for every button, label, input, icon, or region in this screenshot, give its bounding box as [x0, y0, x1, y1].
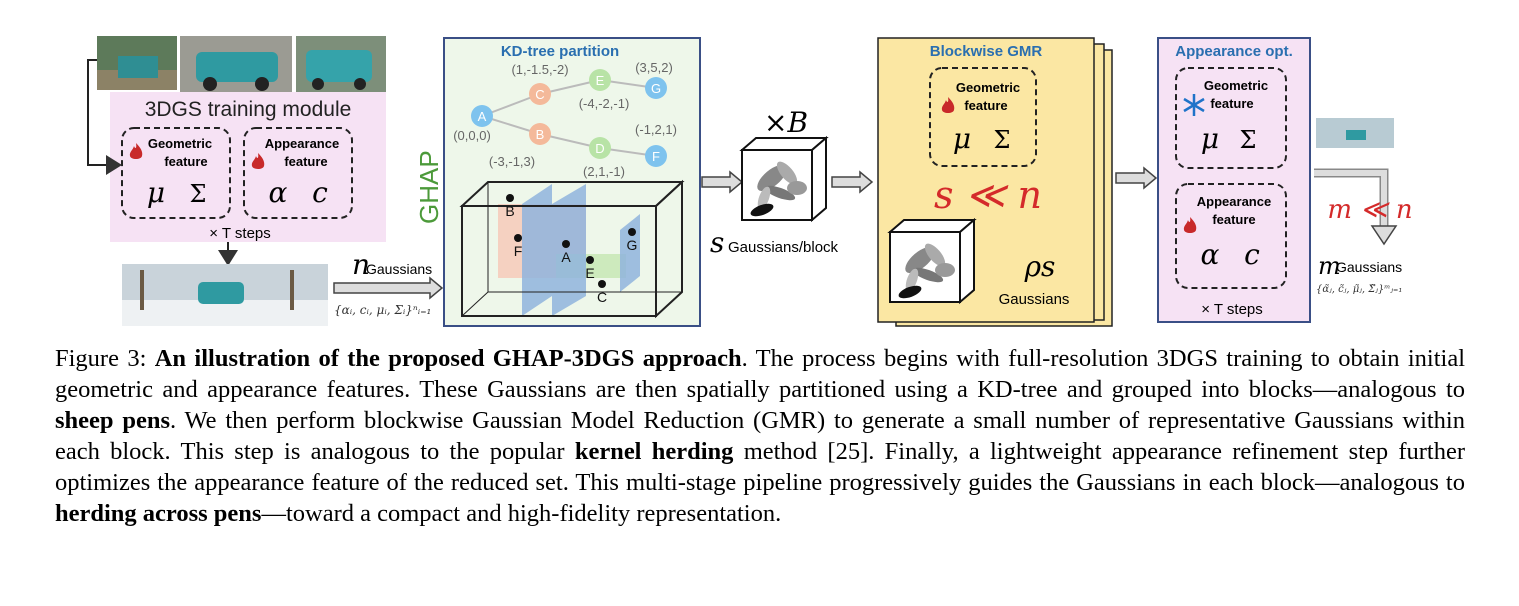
- appearance-opt-panel: Appearance opt. Geometric feature μ Σ Ap…: [1157, 37, 1311, 323]
- rho-s: ρs: [1024, 250, 1056, 283]
- kd-point-f: [514, 234, 522, 242]
- s-much-less-n: s ≪ n: [934, 173, 1042, 217]
- geo-label-2: feature: [964, 98, 1007, 113]
- kd-point-e: [586, 256, 594, 264]
- s-symbol: s: [710, 226, 724, 259]
- kd-node-coord-b: (-3,-1,3): [489, 154, 535, 169]
- geo-label: Geometric: [1204, 78, 1268, 93]
- mu-symbol: μ: [953, 122, 971, 155]
- kdtree-title: KD-tree partition: [501, 43, 619, 60]
- n-set: {αᵢ, cᵢ, μᵢ, Σᵢ}ⁿᵢ₌₁: [334, 303, 431, 317]
- kd-point-label-a: A: [561, 249, 571, 265]
- caption-text-4: —toward a compact and high-fidelity repr…: [261, 500, 782, 527]
- snowflake-icon: [1183, 94, 1205, 116]
- kd-point-label-c: C: [597, 289, 607, 305]
- kdtree-points: B F AEC G: [505, 194, 637, 305]
- kd-point-c: [598, 280, 606, 288]
- caption-text-2: . We then perform blockwise Gaussian Mod…: [55, 407, 1465, 465]
- caption-bold-sheep-pens: sheep pens: [55, 407, 170, 434]
- app-label-2: feature: [284, 154, 327, 169]
- training-title: 3DGS training module: [145, 98, 352, 121]
- mu-symbol: μ: [147, 176, 165, 209]
- caption-text-3: method [25]. Finally, a lightweight appe…: [55, 438, 1465, 496]
- training-panel: [110, 92, 386, 242]
- kd-node-c: [529, 83, 551, 105]
- figure-caption: Figure 3: An illustration of the propose…: [55, 343, 1465, 529]
- c-symbol: c: [1244, 238, 1260, 271]
- app-label: Appearance: [265, 136, 339, 151]
- gmr-gaussians-label: Gaussians: [999, 291, 1070, 308]
- sigma-symbol: Σ: [994, 126, 1011, 154]
- kdtree-nodes: A (0,0,0) C (1,-1.5,-2) B(-3,-1,3) E (-4,-2,-1…: [453, 60, 677, 179]
- kd-node-e: [589, 69, 611, 91]
- kd-node-label-d: D: [595, 141, 604, 156]
- geo-label: Geometric: [148, 136, 212, 151]
- kd-point-b: [506, 194, 514, 202]
- gaussian-block: ×B s Gaussians/block: [710, 106, 839, 259]
- kd-node-label-e: E: [596, 73, 605, 88]
- app-label: Appearance: [1197, 194, 1271, 209]
- kdtree-panel: GHAP KD-tree partition A (0,0,0) C (1,-1.5,…: [414, 37, 701, 327]
- caption-title: An illustration of the proposed GHAP-3DG…: [154, 345, 742, 372]
- m-much-less-n: m ≪ n: [1327, 195, 1412, 225]
- mu-symbol: μ: [1201, 122, 1219, 155]
- geo-label: Geometric: [956, 80, 1020, 95]
- n-gaussians: n Gaussians {αᵢ, cᵢ, μᵢ, Σᵢ}ⁿᵢ₌₁: [333, 248, 444, 317]
- kd-node-g: [645, 77, 667, 99]
- kd-node-d: [589, 137, 611, 159]
- gmr-panel: Blockwise GMR Geometric feature μ Σ s ≪ …: [877, 37, 1113, 327]
- pipeline-figure: 3DGS training module Geometric feature μ…: [87, 36, 1413, 327]
- ghap-label: GHAP: [414, 150, 444, 224]
- m-set: {α̃ⱼ, c̃ⱼ, μ̃ⱼ, Σ̃ⱼ}ᵐⱼ₌₁: [1316, 284, 1402, 295]
- kd-node-label-f: F: [652, 149, 660, 164]
- kd-node-label-g: G: [651, 81, 661, 96]
- sigma-symbol: Σ: [1240, 126, 1257, 154]
- kd-node-b: [529, 123, 551, 145]
- kd-node-label-b: B: [536, 127, 545, 142]
- kd-node-coord-a: (0,0,0): [453, 128, 491, 143]
- kd-point-g: [628, 228, 636, 236]
- kd-partition-box: [459, 179, 685, 319]
- caption-label: Figure 3:: [55, 345, 155, 372]
- geo-label-2: feature: [164, 154, 207, 169]
- alpha-symbol: α: [269, 176, 288, 209]
- sigma-symbol: Σ: [190, 180, 207, 208]
- m-symbol: m: [1318, 252, 1341, 280]
- kd-node-coord-d: (2,1,-1): [583, 164, 625, 179]
- kd-node-a: [471, 105, 493, 127]
- kd-node-coord-f: (-1,2,1): [635, 122, 677, 137]
- alpha-symbol: α: [1201, 238, 1220, 271]
- kd-point-label-b: B: [505, 203, 514, 219]
- times-b: ×B: [764, 106, 808, 139]
- s-gaussians-label: Gaussians/block: [728, 239, 839, 256]
- caption-bold-herding-across-pens: herding across pens: [55, 500, 262, 527]
- appopt-title: Appearance opt.: [1175, 43, 1293, 60]
- caption-bold-kernel-herding: kernel herding: [574, 438, 734, 465]
- t-steps: × T steps: [209, 225, 271, 242]
- kd-point-label-e: E: [585, 265, 594, 281]
- kd-node-label-a: A: [478, 109, 487, 124]
- kd-point-label-f: F: [514, 243, 523, 259]
- kd-node-coord-g: (3,5,2): [635, 60, 673, 75]
- kd-point-a: [562, 240, 570, 248]
- geo-label-2: feature: [1210, 96, 1253, 111]
- kd-node-coord-e: (-4,-2,-1): [579, 96, 630, 111]
- n-gaussians-label: Gaussians: [366, 261, 432, 277]
- app-label-2: feature: [1212, 212, 1255, 227]
- c-symbol: c: [312, 176, 328, 209]
- gmr-title: Blockwise GMR: [930, 43, 1043, 60]
- training-module: 3DGS training module Geometric feature μ…: [87, 36, 386, 326]
- m-gaussians-label: Gaussians: [1336, 259, 1402, 275]
- kd-point-label-g: G: [627, 237, 638, 253]
- kd-node-f: [645, 145, 667, 167]
- kd-node-label-c: C: [535, 87, 544, 102]
- n-symbol: n: [352, 248, 370, 281]
- kd-node-coord-c: (1,-1.5,-2): [511, 62, 568, 77]
- caption-text-1: . The process begins with full-resolutio…: [55, 345, 1465, 403]
- t-steps: × T steps: [1201, 301, 1263, 318]
